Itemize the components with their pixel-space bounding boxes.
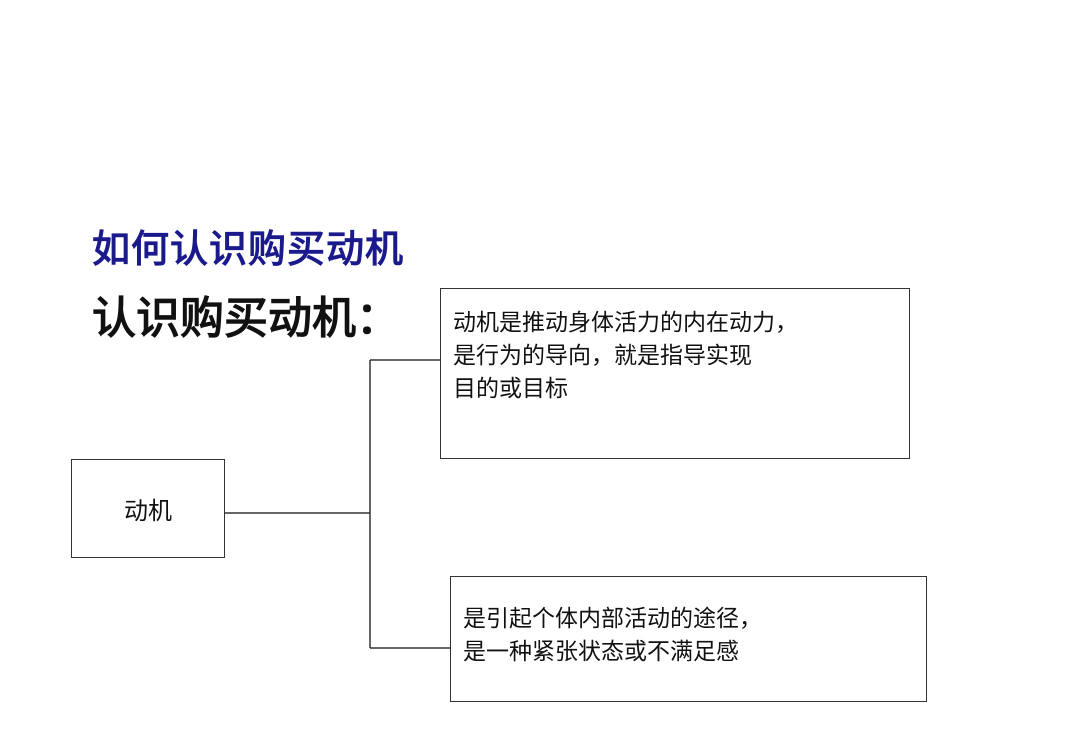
branch-line: 目的或目标	[453, 376, 568, 402]
branch-line: 是引起个体内部活动的途径，	[463, 606, 762, 632]
branch-line: 动机是推动身体活力的内在动力，	[453, 310, 798, 336]
slide-title: 如何认识购买动机	[92, 227, 405, 271]
root-node-box: 动机	[71, 459, 225, 558]
branch-box-nature: 是引起个体内部活动的途径， 是一种紧张状态或不满足感	[450, 576, 927, 702]
branch-box-definition: 动机是推动身体活力的内在动力， 是行为的导向，就是指导实现 目的或目标	[440, 288, 910, 459]
root-node-label: 动机	[124, 497, 172, 525]
branch-line: 是行为的导向，就是指导实现	[453, 343, 752, 369]
branch-line: 是一种紧张状态或不满足感	[463, 639, 739, 665]
slide-subtitle: 认识购买动机：	[92, 293, 400, 344]
